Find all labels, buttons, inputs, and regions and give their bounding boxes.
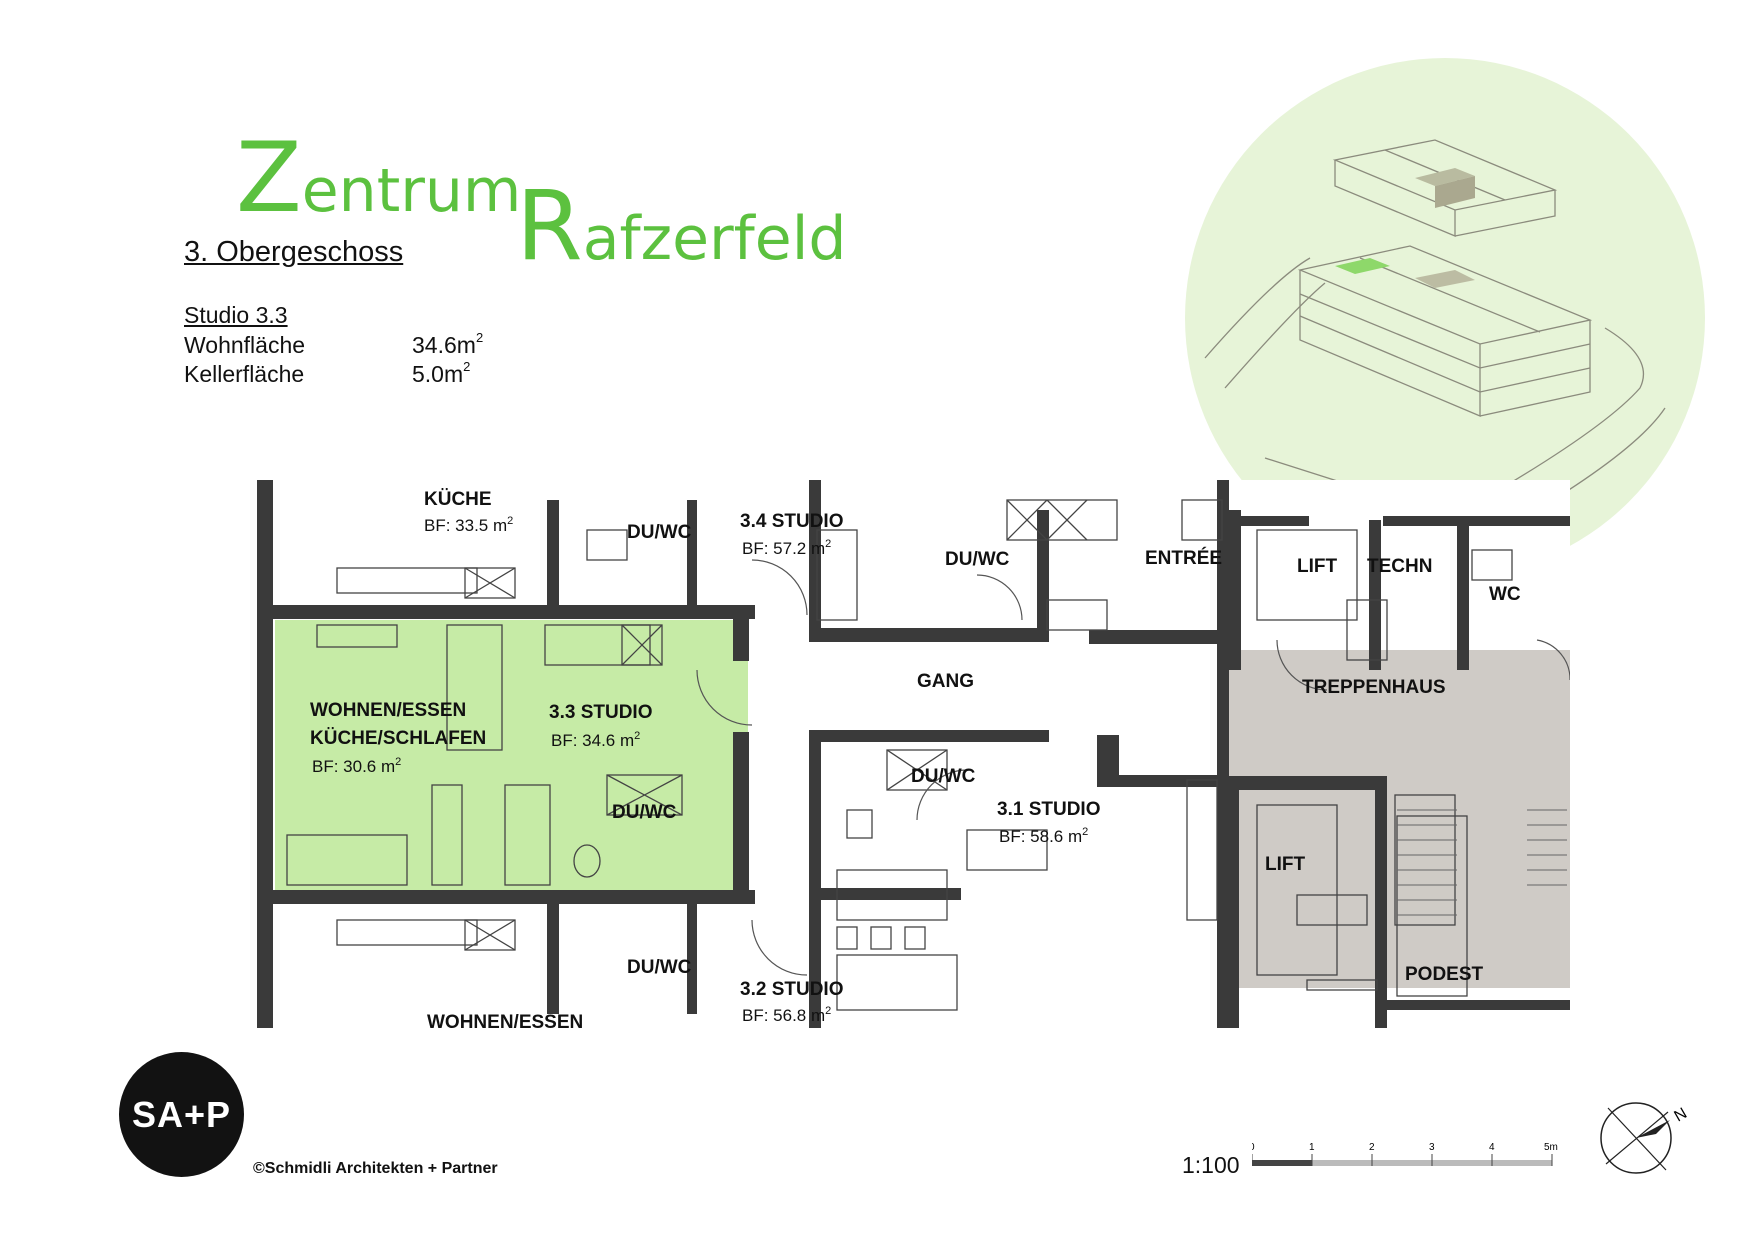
title-initial-z: Z xyxy=(236,122,302,234)
label-bf-306: BF: 30.6 m2 xyxy=(312,756,401,776)
label-studio-33-bf: BF: 34.6 m2 xyxy=(551,730,640,750)
scale-tick-0: 0 xyxy=(1252,1142,1255,1153)
bf-unit-sup: 2 xyxy=(507,515,513,527)
door-swings xyxy=(696,559,1571,976)
floor-plan: KÜCHE BF: 33.5 m2 DU/WC 3.4 STUDIO BF: 5… xyxy=(257,480,1571,1033)
label-techn: TECHN xyxy=(1367,556,1432,577)
bf-unit-sup: 2 xyxy=(825,538,831,550)
label-wohnen-essen-bottom: WOHNEN/ESSEN xyxy=(427,1012,583,1028)
scale-tick-1: 1 xyxy=(1309,1142,1315,1153)
scale-tick-3: 3 xyxy=(1429,1142,1435,1153)
floor-heading: 3. Obergeschoss xyxy=(184,236,404,268)
bf-unit-sup: 2 xyxy=(634,730,640,742)
scale-bar: 0 1 2 3 4 5m xyxy=(1252,1142,1558,1166)
bf-unit-sup: 2 xyxy=(825,1005,831,1017)
walls xyxy=(257,480,1570,1028)
label-studio-34-bf: BF: 57.2 m2 xyxy=(742,538,831,558)
label-lift-2: LIFT xyxy=(1265,854,1305,875)
scale-label: 1:100 xyxy=(1182,1152,1240,1178)
label-kueche-schlafen: KÜCHE/SCHLAFEN xyxy=(310,728,486,749)
sap-logo: SA+P xyxy=(119,1052,244,1177)
staircase-area xyxy=(1227,650,1570,988)
label-du-wc-5: DU/WC xyxy=(627,957,692,978)
label-studio-34: 3.4 STUDIO xyxy=(740,511,843,532)
scale-tick-5: 5m xyxy=(1544,1142,1558,1153)
area-value-wohnflaeche-number: 34.6m xyxy=(412,332,476,358)
area-label-kellerflaeche: Kellerfläche xyxy=(184,361,305,387)
floor-plan-drawing: KÜCHE BF: 33.5 m2 DU/WC 3.4 STUDIO BF: 5… xyxy=(257,480,1571,1033)
label-studio-31: 3.1 STUDIO xyxy=(997,799,1100,820)
label-kueche-top: KÜCHE xyxy=(424,489,492,510)
label-gang: GANG xyxy=(917,671,974,692)
label-studio-32: 3.2 STUDIO xyxy=(740,979,843,1000)
title-rest-1: entrum xyxy=(301,156,522,226)
studio-33-highlight xyxy=(275,620,748,895)
north-label: N xyxy=(1672,1105,1691,1126)
stair-treads xyxy=(1397,809,1567,916)
area-value-kellerflaeche: 5.0m2 xyxy=(412,359,471,388)
north-arrow-icon: N xyxy=(1600,1102,1691,1174)
label-wc: WC xyxy=(1489,584,1521,605)
title-initial-r: R xyxy=(516,170,583,282)
area-unit-sup: 2 xyxy=(463,359,471,374)
area-label-wohnflaeche: Wohnfläche xyxy=(184,332,306,358)
label-podest: PODEST xyxy=(1405,964,1484,985)
fixtures xyxy=(286,499,1513,1011)
copyright-text: ©Schmidli Architekten + Partner xyxy=(253,1160,498,1177)
bf-unit-sup: 2 xyxy=(1082,826,1088,838)
title-rest-2: afzerfeld xyxy=(582,204,847,274)
area-value-wohnflaeche: 34.6m2 xyxy=(412,330,484,359)
label-lift-1: LIFT xyxy=(1297,556,1337,577)
label-studio-32-bf: BF: 56.8 m2 xyxy=(742,1005,831,1025)
label-du-wc-4: DU/WC xyxy=(911,766,976,787)
scale-tick-2: 2 xyxy=(1369,1142,1375,1153)
label-kueche-top-bf: BF: 33.5 m2 xyxy=(424,515,513,535)
label-du-wc-1: DU/WC xyxy=(627,522,692,543)
unit-title: Studio 3.3 xyxy=(184,302,288,328)
label-wohnen-essen: WOHNEN/ESSEN xyxy=(310,700,466,721)
axonometric-sketch xyxy=(1204,139,1666,529)
label-treppenhaus: TREPPENHAUS xyxy=(1302,677,1446,698)
label-studio-33: 3.3 STUDIO xyxy=(549,702,652,723)
label-du-wc-2: DU/WC xyxy=(945,549,1010,570)
area-value-kellerflaeche-number: 5.0m xyxy=(412,361,464,387)
label-entree: ENTRÉE xyxy=(1145,547,1222,569)
area-unit-sup: 2 xyxy=(475,330,484,345)
label-studio-31-bf: BF: 58.6 m2 xyxy=(999,826,1088,846)
scale-tick-4: 4 xyxy=(1489,1142,1495,1153)
bf-unit-sup: 2 xyxy=(395,756,401,768)
label-du-wc-3: DU/WC xyxy=(612,802,677,823)
